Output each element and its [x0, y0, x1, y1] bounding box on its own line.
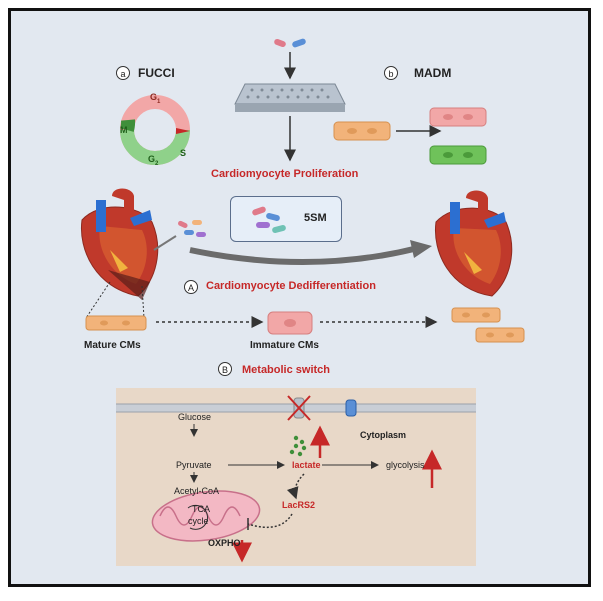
five-sm-pills [252, 206, 286, 234]
madm-cells [333, 107, 487, 165]
dedifferentiation-arrow [189, 245, 419, 265]
madm-label: MADM [414, 66, 452, 80]
pills-near-heart [178, 220, 206, 237]
mature-cms-label: Mature CMs [84, 340, 141, 351]
cardiomyocyte-dedifferentiation-label: Cardiomyocyte Dedifferentiation [206, 280, 376, 292]
fucci-label: FUCCI [138, 66, 175, 80]
panel-a-marker: a [116, 66, 130, 80]
lacrs2-inhibition [247, 513, 293, 529]
lactate-label: lactate [292, 460, 321, 470]
proliferating-cells [451, 307, 525, 343]
s-label: S [180, 148, 187, 158]
mature-cms-cells [85, 315, 147, 331]
five-sm-box [230, 196, 342, 242]
acetyl-coa-label: Acetyl-CoA [174, 486, 220, 496]
lactate-molecules-icon [289, 435, 307, 457]
pyruvate-label: Pyruvate [176, 460, 212, 470]
tca-cycle-icon [187, 504, 208, 530]
zoom-line-2 [141, 285, 145, 319]
panel-b-marker: b [384, 66, 398, 80]
tca-label: TCA [192, 504, 210, 514]
cycle-label: cycle [188, 516, 209, 526]
fucci-cell-cycle-ring [120, 95, 190, 165]
well-plate-icon [234, 83, 346, 112]
metabolic-switch-label: Metabolic switch [242, 364, 331, 376]
syringe-icon [153, 235, 177, 251]
immature-cms-label: Immature CMs [250, 340, 319, 351]
transporter-blocked-icon [287, 395, 311, 421]
immature-cm-cell [267, 311, 313, 335]
g2-label: G2 [148, 154, 159, 167]
heart-right-icon [434, 190, 513, 297]
g1-label: G1 [150, 92, 161, 105]
five-sm-label: 5SM [304, 212, 327, 224]
panel-B-marker: B [218, 362, 232, 376]
zoom-line-1 [85, 281, 111, 319]
cytoplasm-label: Cytoplasm [360, 430, 407, 440]
transporter-icon [345, 399, 357, 417]
arrow-lactate-lacrs2 [286, 473, 305, 500]
glucose-label: Glucose [178, 412, 212, 422]
lacrs2-label: LacRS2 [282, 500, 316, 510]
heart-left-icon [80, 188, 159, 300]
mitochondrion-icon [151, 490, 261, 542]
m-label: M [120, 125, 128, 135]
panel-A-marker: A [184, 280, 198, 294]
glycolysis-label: glycolysis [386, 460, 425, 470]
drug-pills-icon [274, 38, 306, 48]
oxpho-label: OXPHO [208, 538, 241, 548]
cardiomyocyte-proliferation-label: Cardiomyocyte Proliferation [211, 168, 359, 180]
